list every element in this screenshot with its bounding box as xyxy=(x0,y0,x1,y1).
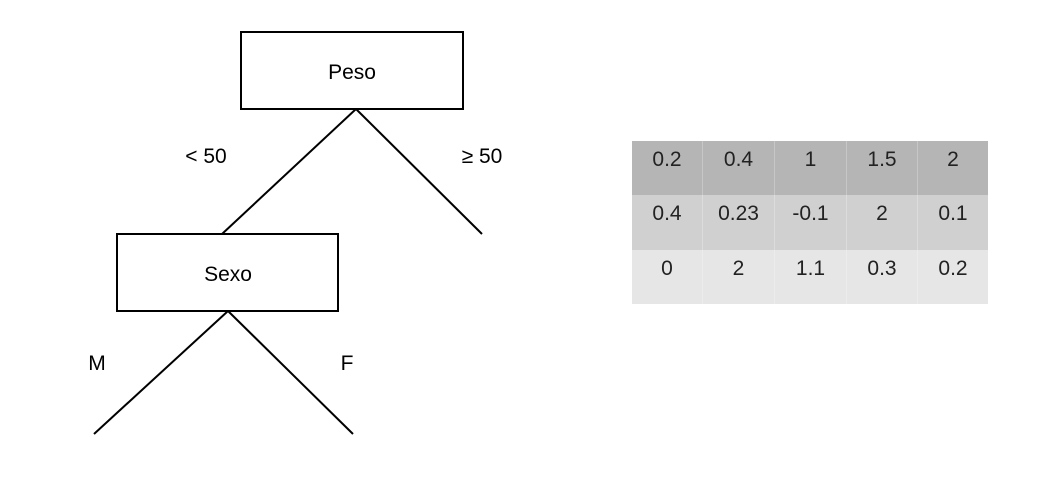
table-cell: -0.1 xyxy=(774,195,847,250)
table-cell: 0.1 xyxy=(938,202,968,225)
node-peso-label: Peso xyxy=(328,61,376,84)
node-sexo-label: Sexo xyxy=(204,263,252,286)
node-peso: Peso xyxy=(240,31,464,110)
table-cell: 0.23 xyxy=(702,195,775,250)
table-cell: 1.1 xyxy=(774,250,847,304)
edge-peso-right xyxy=(355,108,483,235)
edge-label-f: F xyxy=(341,352,354,375)
table-cell: 2 xyxy=(947,148,959,171)
table-cell: 0.4 xyxy=(702,141,775,195)
edge-peso-left xyxy=(221,108,357,235)
table-cell: 2 xyxy=(702,250,775,304)
table-cell: 0.2 xyxy=(632,141,703,195)
table-cell: 0.4 xyxy=(632,195,703,250)
edge-sexo-left xyxy=(93,310,229,435)
edge-sexo-right xyxy=(227,310,354,435)
table-cell: 0 xyxy=(632,250,703,304)
table-cell: 2 xyxy=(846,195,918,250)
table-cell: 1.5 xyxy=(846,141,918,195)
edge-label-ge-50: ≥ 50 xyxy=(462,145,503,168)
table-cell: 0.3 xyxy=(846,250,918,304)
edge-label-m: M xyxy=(88,352,106,375)
table-cell: 0.2 xyxy=(938,257,968,280)
table-cell: 1 xyxy=(774,141,847,195)
node-sexo: Sexo xyxy=(116,233,339,312)
edge-label-less-50: < 50 xyxy=(185,145,226,168)
